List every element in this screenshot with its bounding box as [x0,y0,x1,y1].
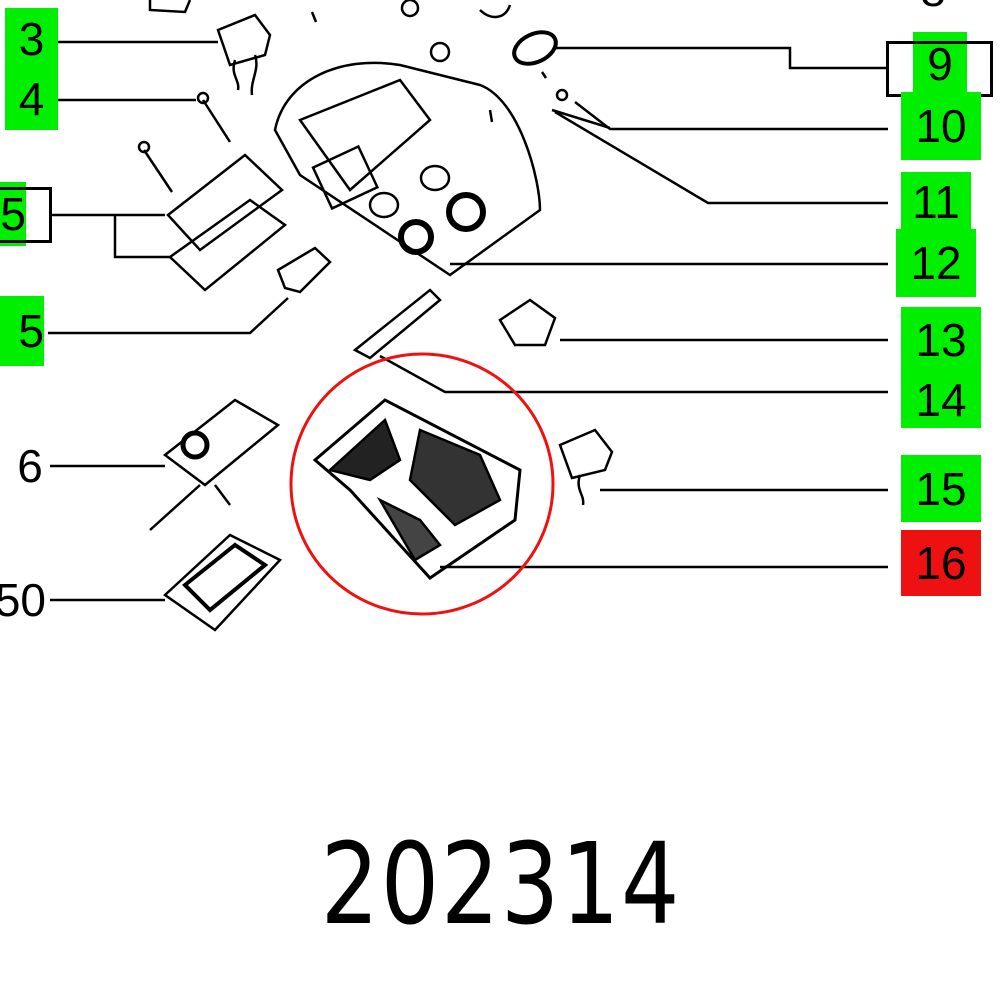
callout-4[interactable]: 4 [5,68,58,130]
part-6-plate [149,398,281,531]
part-4-screw [196,91,232,143]
callout-13[interactable]: 13 [901,307,981,372]
part-5-switch [276,246,332,294]
callout-8[interactable]: 8 [910,0,956,18]
part-5-cover-plate [166,153,288,292]
callout-50[interactable]: 50 [0,574,46,626]
callout-5-boxed[interactable]: 5 [0,182,26,246]
callout-12[interactable]: 12 [896,229,976,297]
callout-6[interactable]: 6 [17,440,43,492]
part-16-circuit-board [312,398,522,580]
part-50-switch [163,533,283,632]
part-number: 202314 [320,820,682,950]
part-9-knob [512,30,558,79]
callout-5[interactable]: 5 [0,296,44,366]
part-top-fragment [148,0,192,14]
part-12-control-panel [273,61,542,277]
callout-10[interactable]: 10 [901,92,981,160]
part-3-terminal-block [216,13,272,96]
part-screw [137,140,174,193]
part-14-strip [352,288,442,360]
part-10-rod [551,88,611,130]
callout-11[interactable]: 11 [901,172,971,232]
selection-highlight-circle [289,352,555,616]
callout-14[interactable]: 14 [901,372,981,428]
callout-16-selected[interactable]: 16 [901,530,981,596]
part-15-terminal-block [558,428,614,506]
callout-15[interactable]: 15 [901,455,981,522]
part-small-screws [310,0,512,123]
callout-3[interactable]: 3 [5,8,58,70]
callout-5-frame [0,187,52,243]
callout-9-frame [886,41,993,97]
leader-lines [48,40,888,602]
part-13-connector [498,298,557,347]
